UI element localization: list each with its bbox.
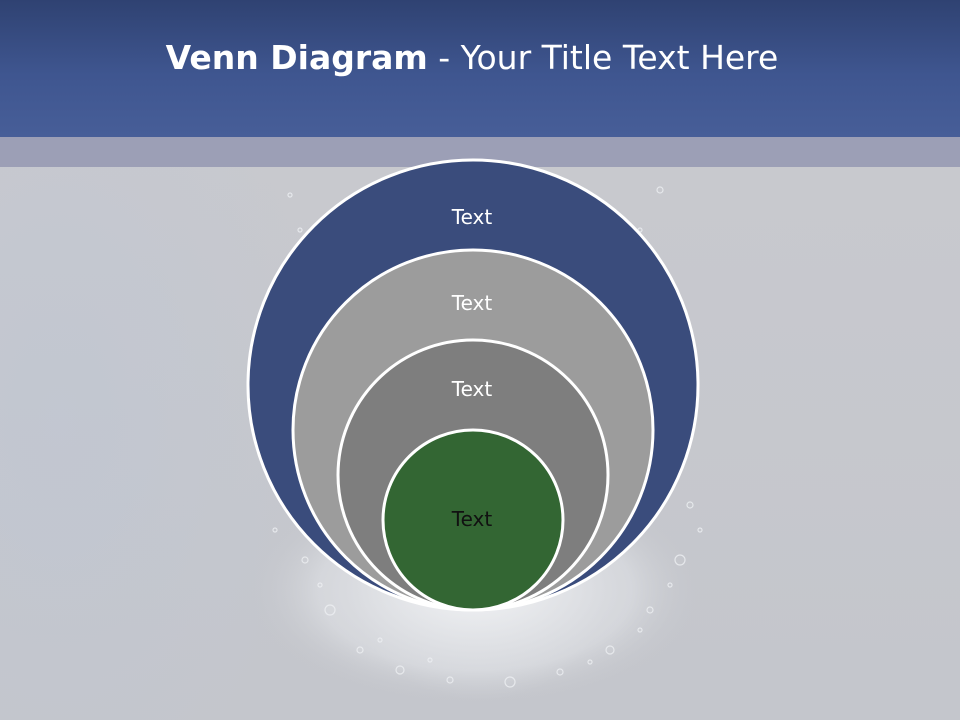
circle-inner-shape [381,428,565,612]
circle-inner[interactable]: Text [381,428,565,612]
circle-third-label: Text [451,377,493,401]
circle-inner-label: Text [451,507,493,531]
slide-title[interactable]: Venn Diagram - Your Title Text Here [0,38,944,77]
circle-second-label: Text [451,291,493,315]
title-bar [0,0,960,137]
slide-title-rest: - Your Title Text Here [427,38,779,77]
circle-outer-label: Text [451,205,493,229]
slide-title-bold: Venn Diagram [165,38,428,77]
